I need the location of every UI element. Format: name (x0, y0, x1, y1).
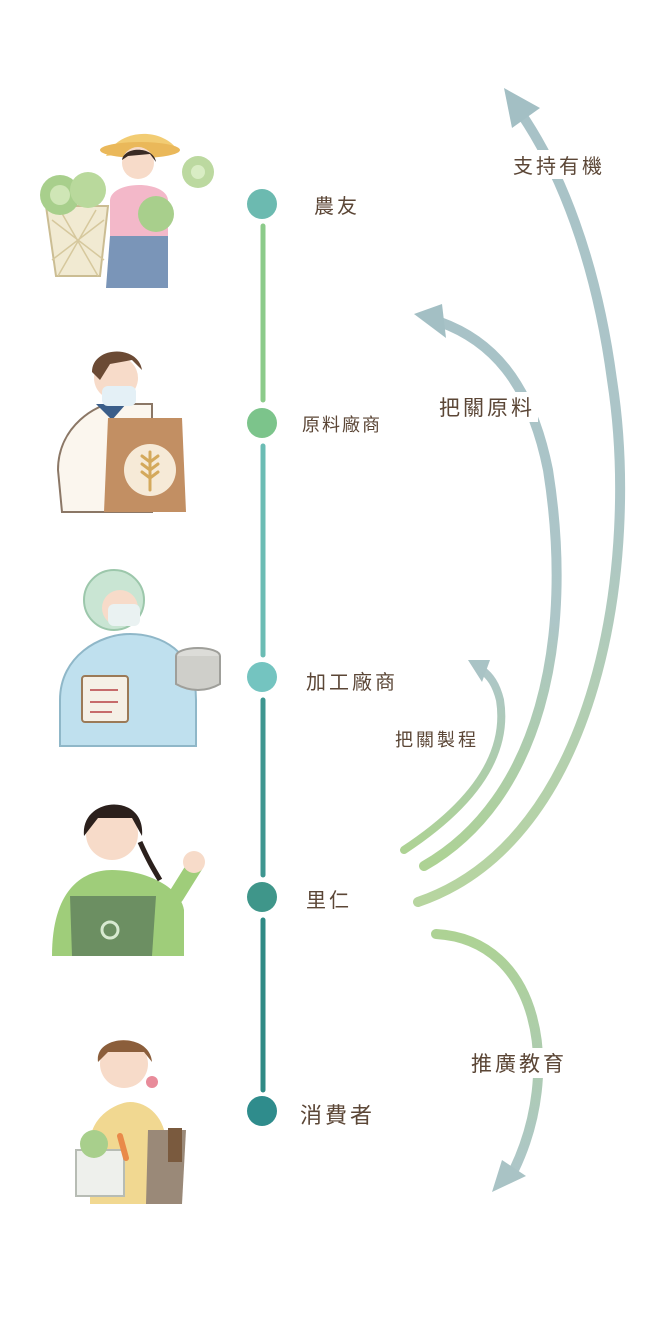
flow-label-process: 把關製程 (392, 726, 482, 752)
flow-label-educate: 推廣教育 (468, 1048, 570, 1078)
educate-arrowhead (492, 1160, 526, 1192)
stage-label-farmer: 農友 (314, 194, 360, 218)
consumer-illustration (75, 1040, 186, 1204)
stage-label-processor: 加工廠商 (306, 670, 398, 694)
node-lijen (247, 882, 277, 912)
supplier-illustration (56, 351, 186, 513)
stage-label-lijen: 里仁 (306, 888, 352, 912)
flow-arrows (400, 88, 626, 1192)
processor-illustration (59, 569, 221, 747)
stage-label-consumer: 消費者 (300, 1104, 376, 1129)
educate-arrow (431, 929, 544, 1175)
process-arrow (400, 666, 506, 854)
node-farmer (247, 189, 277, 219)
support-arrow (413, 107, 626, 907)
stage-label-supplier: 原料廠商 (302, 415, 382, 436)
flow-label-support: 支持有機 (510, 150, 608, 179)
source-arrowhead (414, 304, 446, 338)
staff-illustration (52, 804, 205, 956)
support-arrowhead (504, 88, 540, 128)
node-consumer (247, 1096, 277, 1126)
node-supplier (247, 408, 277, 438)
source-arrow (419, 317, 562, 871)
farmer-illustration (40, 133, 214, 288)
process-arrowhead (468, 660, 490, 682)
flow-label-source: 把關原料 (436, 392, 538, 422)
node-processor (247, 662, 277, 692)
